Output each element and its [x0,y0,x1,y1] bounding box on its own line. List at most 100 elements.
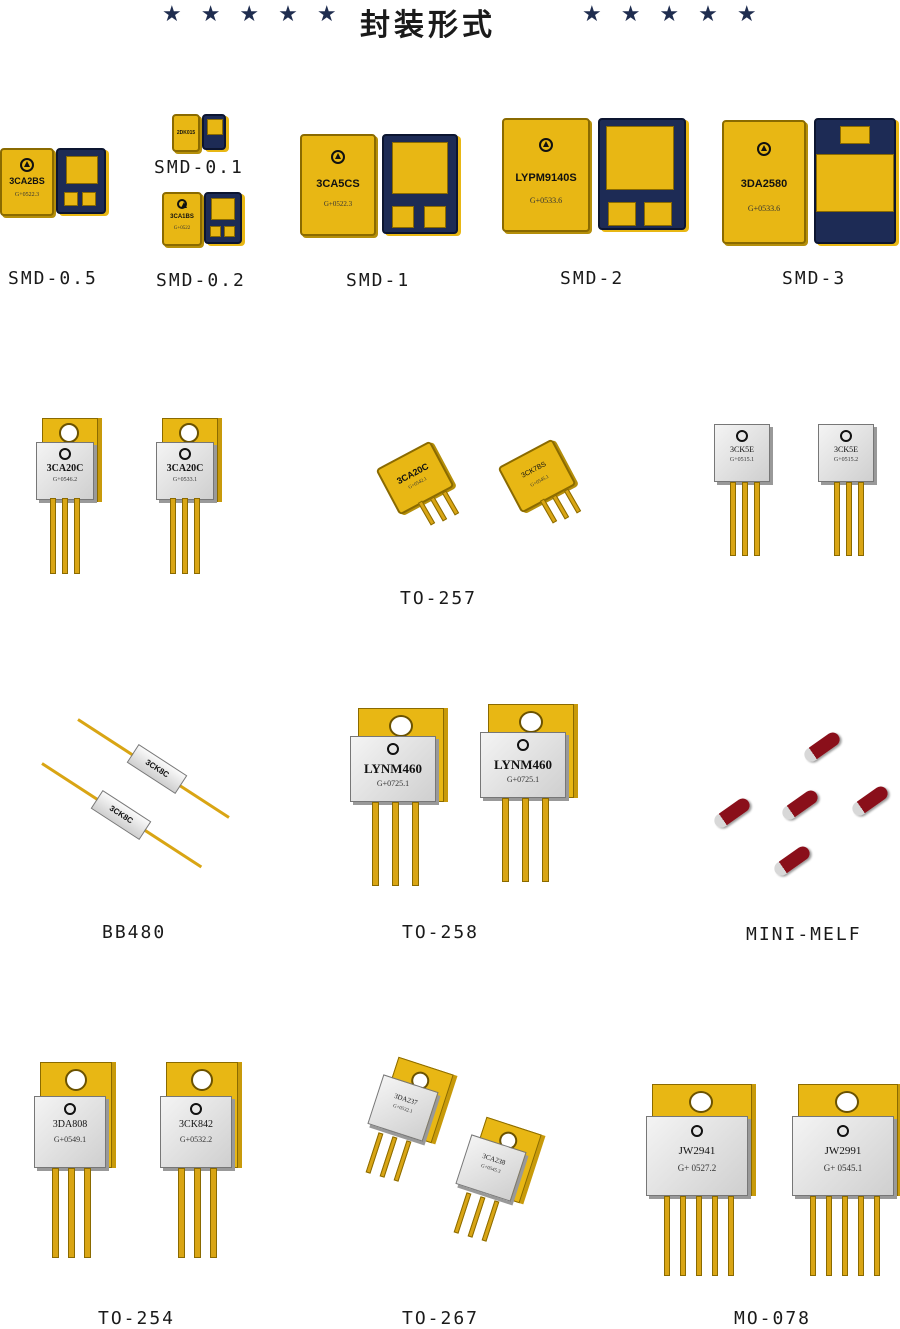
melf-diode [779,787,821,823]
date-code: G+0546.2 [52,477,78,483]
lead [728,1196,734,1276]
lead [858,482,864,556]
smd01-chip-back [202,114,226,150]
melf-diode [801,729,843,765]
logo-icon [190,1103,202,1115]
date-code: G+0533.6 [529,196,563,205]
smd02-chip-front: 3CA1BS G+0522 [162,192,202,246]
label-to258: TO-258 [402,922,480,943]
part-number: 3CA20C [46,463,84,474]
part-number: 3DA808 [52,1119,88,1130]
part-number: 3CA5CS [316,178,360,190]
date-code: G+0549.1 [53,1135,87,1144]
smd1-chip-front: 3CA5CS G+0522.3 [300,134,376,236]
lead [481,1200,500,1242]
to257a-body: 3CA20C G+0546.2 [36,442,94,500]
lead [742,482,748,556]
lead [522,798,529,882]
smd3-chip-back [814,118,896,244]
logo-icon [539,138,553,152]
lead [178,1168,185,1258]
to254b-body: 3CK842 G+0532.2 [160,1096,232,1168]
lead [842,1196,848,1276]
logo-icon [736,430,748,442]
melf-diode [711,795,753,831]
pad [82,192,96,206]
mounting-hole [689,1091,713,1113]
part-number: LYNM460 [363,761,423,776]
part-number: LYNM460 [493,757,553,772]
to257f-body: 3CK5E G+0515.2 [818,424,874,482]
pad [392,142,448,194]
lead [874,1196,880,1276]
label-minimelf: MINI-MELF [746,924,862,945]
lead [712,1196,718,1276]
logo-icon [331,150,345,164]
lead [502,798,509,882]
lead [467,1196,486,1238]
lead [50,498,56,574]
to257e-body: 3CK5E G+0515.1 [714,424,770,482]
part-number: 3CK5E [834,445,858,454]
lead [412,802,419,886]
pad [211,198,235,220]
lead [379,1136,398,1178]
logo-icon [20,158,34,172]
header: ★ ★ ★ ★ ★ 封装形式 ★ ★ ★ ★ ★ [0,0,900,43]
date-code: G+0532.2 [179,1135,213,1144]
part-number: LYPM9140S [515,172,577,184]
logo-icon [179,448,191,460]
smd05-chip-front: 3CA2BS G+0522.3 [0,148,54,216]
lead [194,498,200,574]
part-number: 3CA20C [166,463,204,474]
label-to257: TO-257 [400,588,478,609]
part-number: JW2941 [678,1145,716,1157]
pad [608,202,636,226]
part-number: 3CA1BS [170,214,194,220]
to257d-package: 3CK7BS G+0545.1 [497,438,577,514]
mo078b-body: JW2991 G+ 0545.1 [792,1116,894,1196]
lead [730,482,736,556]
smd3-chip-front: 3DA2580 G+0533.6 [722,120,806,244]
smd02-chip-back [204,192,242,244]
smd05-chip-back [56,148,106,214]
mounting-hole [191,1069,213,1091]
part-number: 3CK842 [179,1119,213,1130]
mounting-hole [59,423,79,443]
part-number: 3DA2580 [740,178,788,190]
pad [64,192,78,206]
pad [840,126,870,144]
pad [424,206,446,228]
label-smd2: SMD-2 [560,268,625,289]
pad [392,206,414,228]
lead [563,488,582,514]
lead [826,1196,832,1276]
label-to267: TO-267 [402,1308,480,1329]
smd01-chip-front: 2DK015 [172,114,200,152]
pad [207,119,223,135]
label-to254: TO-254 [98,1308,176,1329]
lead [810,1196,816,1276]
label-smd01: SMD-0.1 [154,157,244,178]
date-code: G+0725.1 [506,775,540,784]
lead [754,482,760,556]
date-code: G+0725.1 [376,779,410,788]
pad [210,226,221,237]
lead [62,498,68,574]
bb480b-body: 3CK8C [90,789,152,841]
logo-icon [517,739,529,751]
pad [66,156,98,184]
lead [84,1168,91,1258]
logo-icon [757,142,771,156]
label-smd1: SMD-1 [346,270,411,291]
date-code: G+ 0545.1 [823,1163,863,1173]
lead [372,802,379,886]
logo-icon [840,430,852,442]
mounting-hole [389,715,413,737]
melf-diode [771,843,813,879]
lead [52,1168,59,1258]
lead [834,482,840,556]
logo-icon [691,1125,703,1137]
to254a-body: 3DA808 G+0549.1 [34,1096,106,1168]
lead [210,1168,217,1258]
